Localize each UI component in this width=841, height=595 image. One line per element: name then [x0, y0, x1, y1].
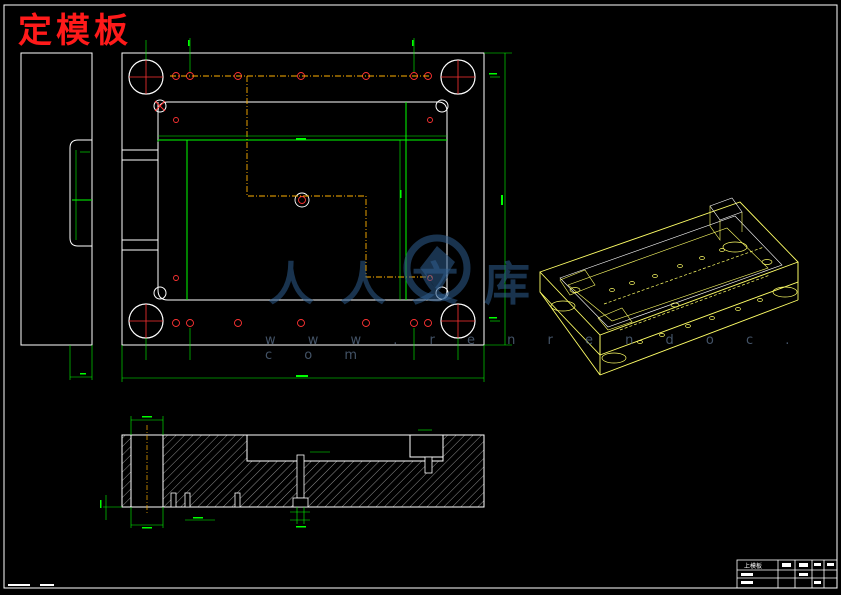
drawing-title: 定模板	[18, 11, 132, 51]
guide-pillar-holes-inner	[129, 60, 475, 338]
watermark-text: 人人文库	[268, 257, 556, 311]
dimension-text-marks	[80, 40, 503, 377]
corner-holes	[153, 99, 449, 300]
section-view	[121, 425, 485, 515]
watermark-url: w w w . r e n r e n d o c . c o m	[265, 333, 804, 363]
section-dimensions	[103, 416, 432, 528]
title-block-fills	[741, 563, 834, 584]
section-dimension-marks	[100, 416, 306, 529]
status-marks	[8, 584, 54, 586]
side-view-dimensions	[69, 150, 93, 380]
title-block-part-name: 上模板	[744, 562, 762, 570]
plan-dimensions	[121, 38, 512, 382]
title-block	[736, 559, 838, 589]
isometric-view	[539, 197, 799, 376]
side-view	[20, 52, 93, 346]
runner-centerline	[170, 75, 432, 278]
isometric-holes	[550, 241, 798, 364]
watermark-logo	[403, 234, 471, 302]
drawing-border	[3, 4, 838, 589]
